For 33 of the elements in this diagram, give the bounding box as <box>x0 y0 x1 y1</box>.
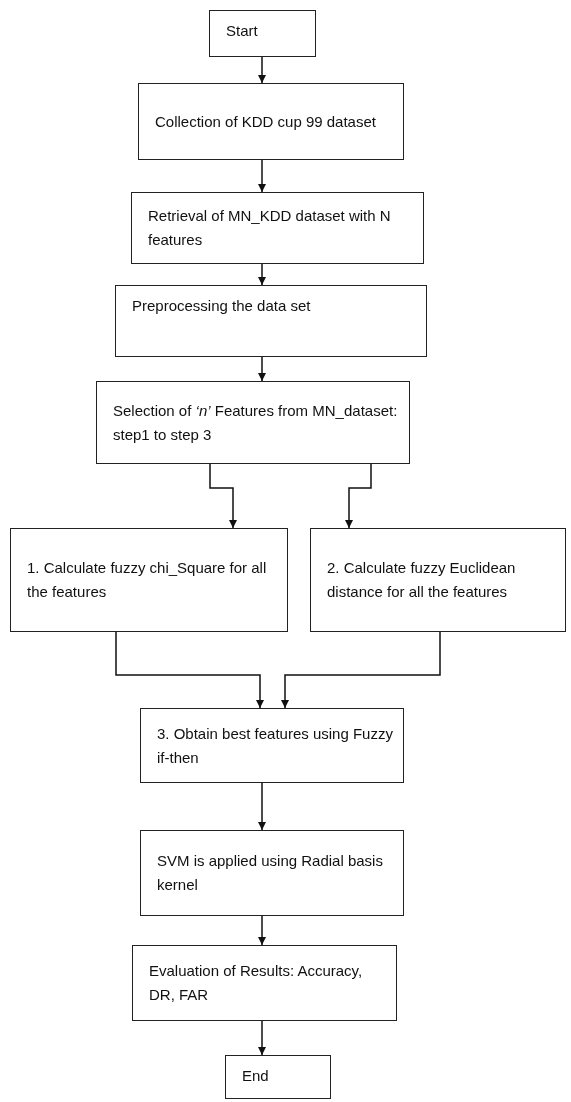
arrow <box>281 631 441 709</box>
process-box <box>10 528 288 632</box>
arrow <box>258 56 266 84</box>
box-text: Collection of KDD cup 99 dataset <box>155 111 376 132</box>
process-box <box>310 528 566 632</box>
box-text: Preprocessing the data set <box>132 296 311 316</box>
arrow <box>258 915 266 946</box>
arrow <box>258 159 266 193</box>
arrow <box>258 1020 266 1056</box>
box-text: 2. Calculate fuzzy Euclidean distance for all the features <box>327 558 517 602</box>
arrow <box>258 263 266 286</box>
arrow <box>115 631 264 709</box>
box-text: Start <box>226 21 258 41</box>
box-text: Selection of ‘n’ Features from MN_dataset: step1 to step 3 <box>113 400 399 445</box>
box-text: SVM is applied using Radial basis kernel <box>157 851 384 895</box>
process-box <box>138 83 404 160</box>
arrow <box>209 463 237 529</box>
box-text: 1. Calculate fuzzy chi_Square for all the features <box>27 558 268 602</box>
arrow <box>258 782 266 831</box>
terminal-box <box>209 10 316 57</box>
box-text: End <box>242 1066 269 1086</box>
process-box <box>131 192 424 264</box>
process-box <box>96 381 410 464</box>
box-text: Retrieval of MN_KDD dataset with N features <box>148 206 392 250</box>
arrow <box>345 463 372 529</box>
arrow <box>258 356 266 382</box>
terminal-box <box>225 1055 331 1099</box>
box-text: 3. Obtain best features using Fuzzy if-then <box>157 723 393 768</box>
box-text: Evaluation of Results: Accuracy, DR, FAR <box>149 961 364 1005</box>
process-box <box>140 708 404 783</box>
process-box <box>132 945 397 1021</box>
process-box <box>140 830 404 916</box>
process-box <box>115 285 427 357</box>
